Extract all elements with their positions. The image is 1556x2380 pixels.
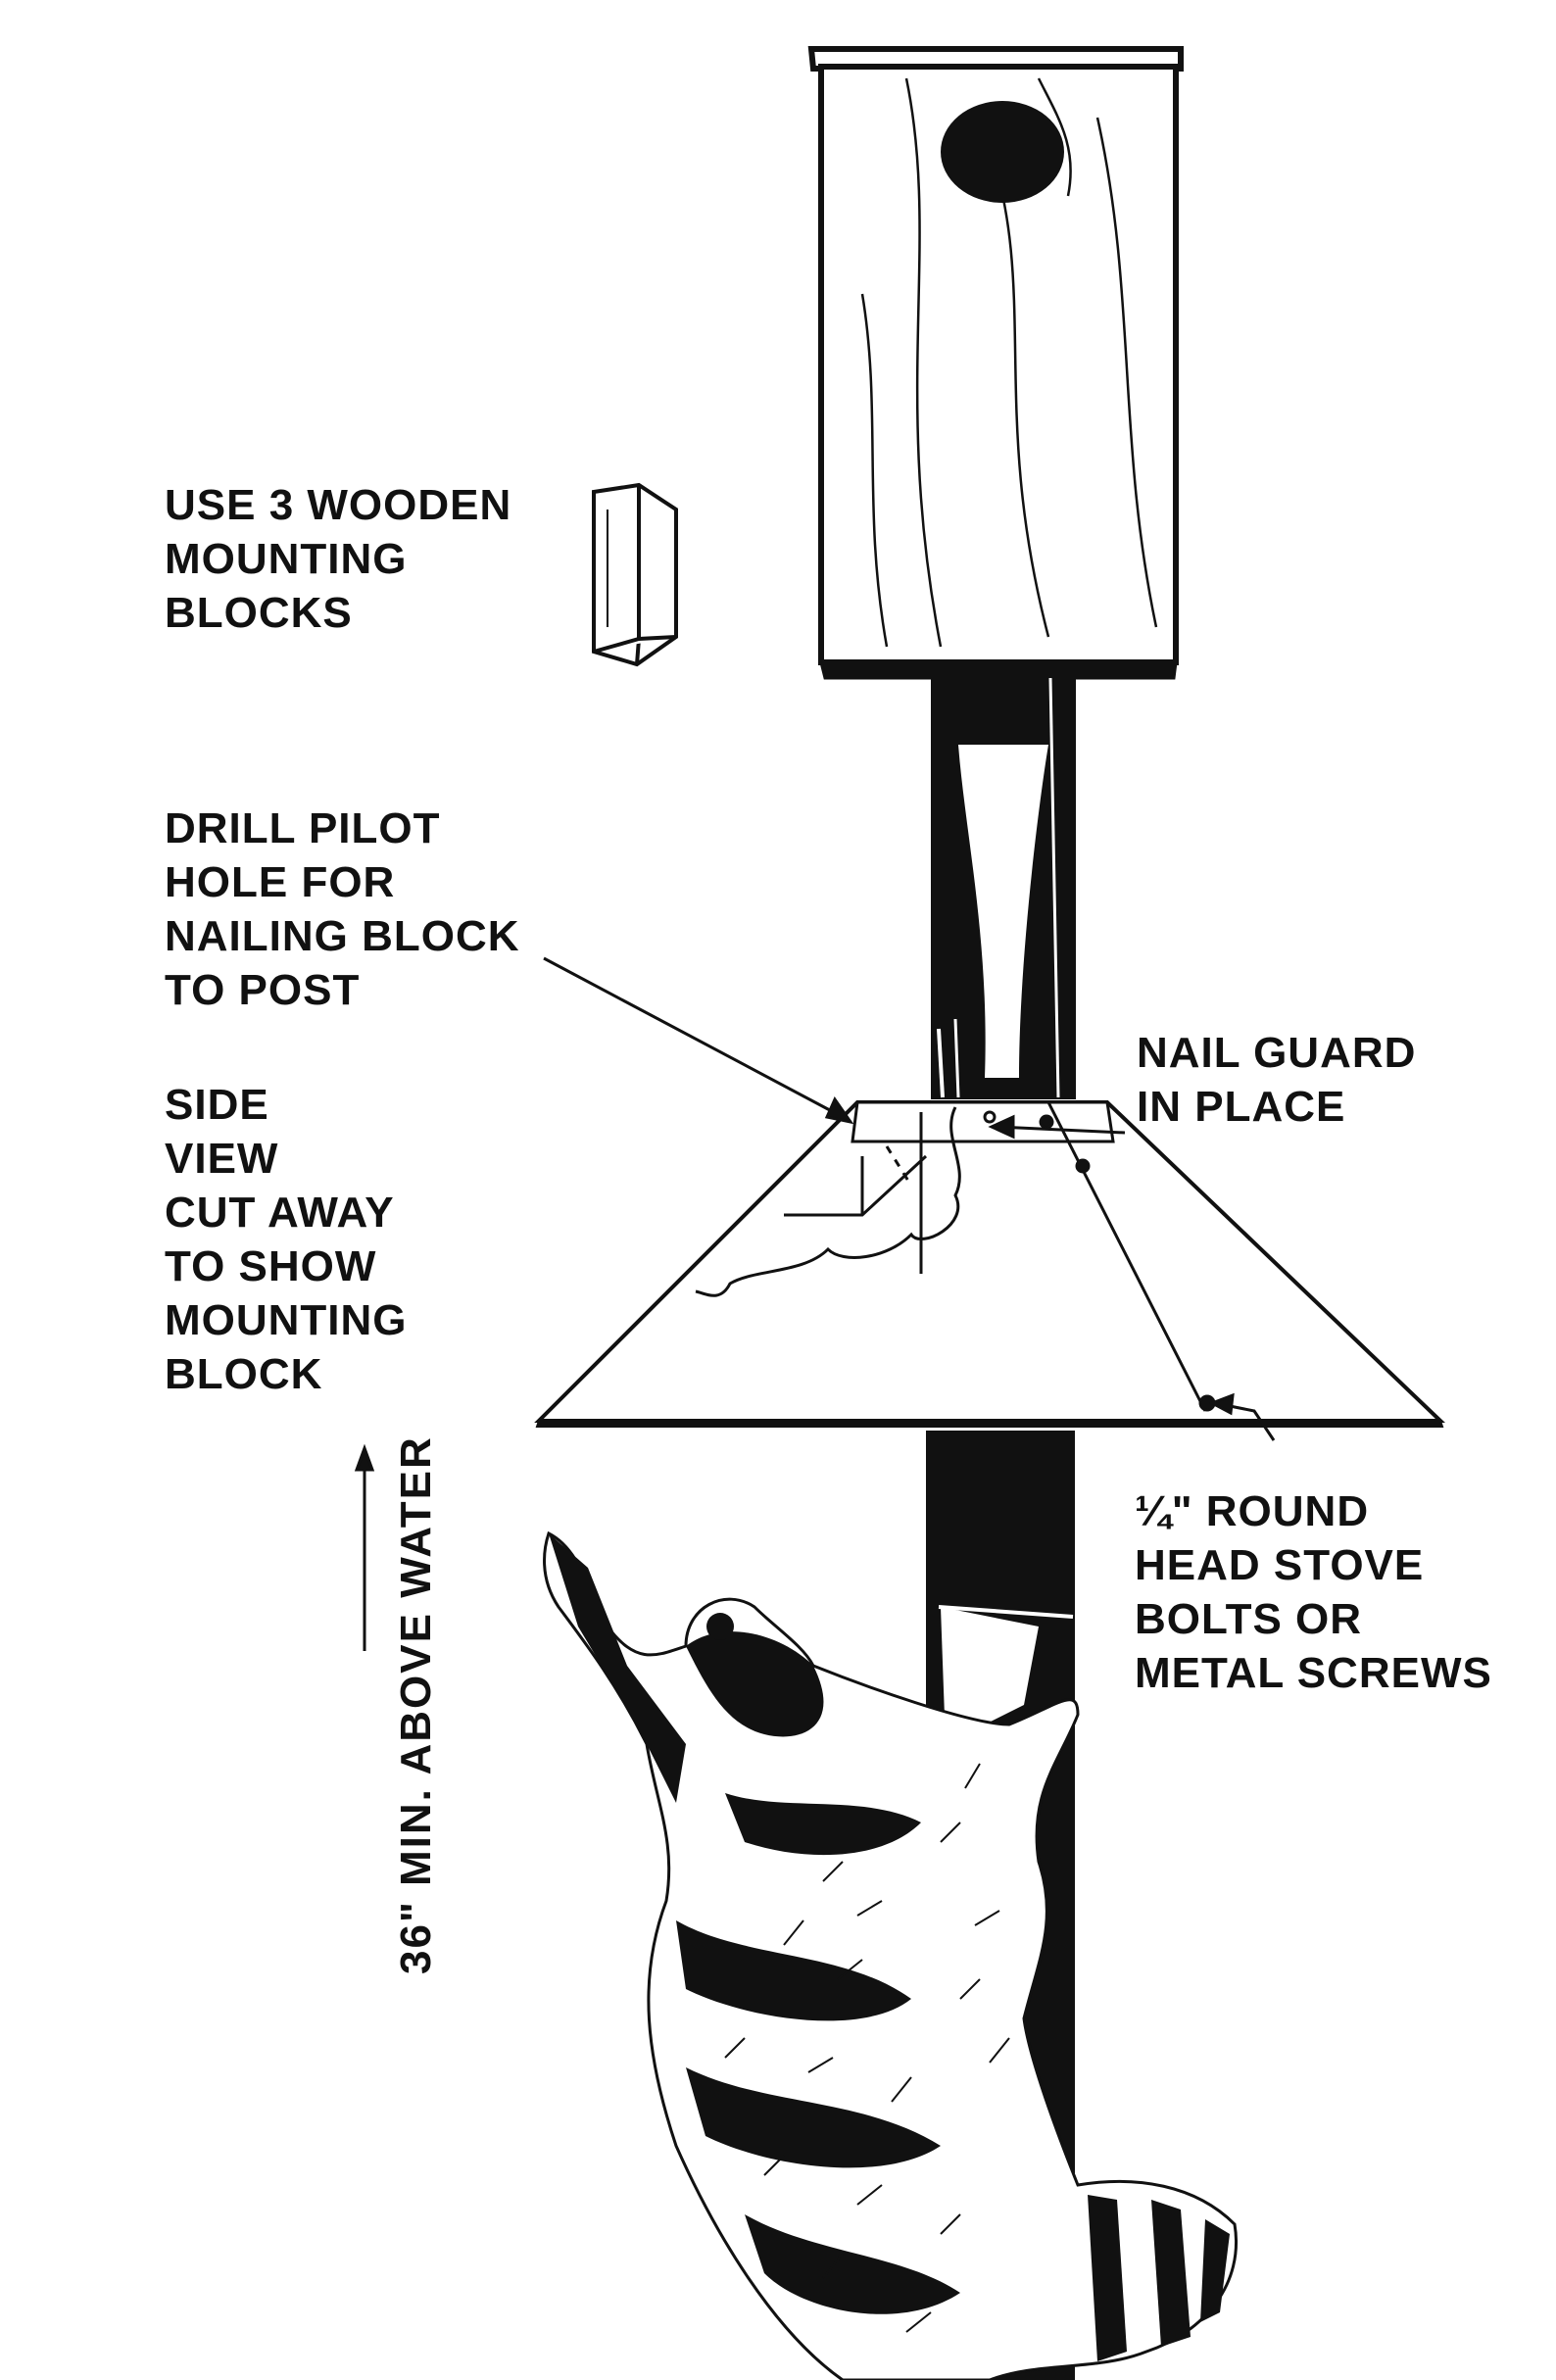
label-line: NAILING BLOCK	[165, 912, 520, 960]
cone-guard	[534, 1100, 1445, 1428]
label-line: USE 3 WOODEN	[165, 481, 512, 529]
label-side-view: SIDE VIEW CUT AWAY TO SHOW MOUNTING BLOC…	[165, 1078, 408, 1401]
label-pilot-hole: DRILL PILOT HOLE FOR NAILING BLOCK TO PO…	[165, 801, 520, 1017]
label-line: BLOCK	[165, 1350, 323, 1398]
entrance-hole	[941, 101, 1064, 203]
label-line: ¼" ROUND	[1135, 1487, 1370, 1535]
label-line: IN PLACE	[1137, 1083, 1346, 1131]
label-bolts: ¼" ROUND HEAD STOVE BOLTS OR METAL SCREW…	[1135, 1484, 1492, 1700]
label-line: DRILL PILOT	[165, 804, 441, 852]
label-line: MOUNTING	[165, 1296, 408, 1344]
label-line: METAL SCREWS	[1135, 1649, 1492, 1697]
label-mounting-blocks: USE 3 WOODEN MOUNTING BLOCKS	[165, 478, 511, 640]
label-line: HEAD STOVE	[1135, 1541, 1425, 1589]
label-line: TO POST	[165, 966, 361, 1014]
label-line: MOUNTING	[165, 535, 408, 583]
label-nail-guard: NAIL GUARD IN PLACE	[1137, 1026, 1416, 1134]
label-line: BLOCKS	[165, 589, 353, 637]
label-line: CUT AWAY	[165, 1189, 395, 1237]
label-line: SIDE	[165, 1081, 269, 1129]
wood-grain	[860, 77, 1158, 648]
post-upper	[931, 677, 1076, 1099]
cutaway-mounting-block	[695, 1106, 961, 1297]
mounting-block-icon	[592, 482, 678, 667]
label-line: HOLE FOR	[165, 858, 396, 906]
label-line: TO SHOW	[165, 1242, 377, 1290]
raccoon	[543, 1530, 1238, 2380]
bolt-line	[983, 1101, 1216, 1412]
label-line: VIEW	[165, 1135, 279, 1183]
leader-lines	[543, 956, 1276, 1441]
fur-strokes	[724, 1763, 1010, 2333]
height-arrow	[354, 1443, 375, 1651]
label-height: 36" MIN. ABOVE WATER	[392, 1435, 440, 1974]
label-line: BOLTS OR	[1135, 1595, 1363, 1643]
label-line: NAIL GUARD	[1137, 1029, 1417, 1077]
